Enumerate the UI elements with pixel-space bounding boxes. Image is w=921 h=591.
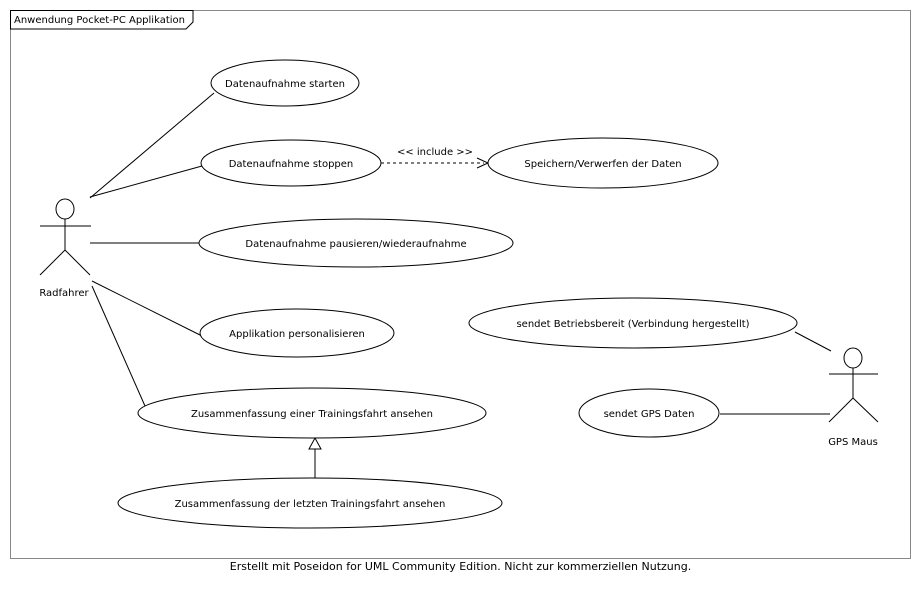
usecase-label: Datenaufnahme pausieren/wiederaufnahme xyxy=(245,239,466,250)
include-label: << include >> xyxy=(397,147,473,158)
usecase-datenaufnahme-stoppen[interactable] xyxy=(200,139,382,187)
assoc-zusammenfassung xyxy=(91,285,146,407)
usecase-label: sendet GPS Daten xyxy=(604,409,695,420)
usecase-datenaufnahme-pausieren[interactable] xyxy=(198,218,514,268)
usecase-applikation-personalisieren[interactable] xyxy=(199,308,395,358)
frame-title: Anwendung Pocket-PC Applikation xyxy=(14,15,185,26)
actor-head-icon xyxy=(55,198,75,220)
diagram-frame xyxy=(10,10,911,559)
usecase-speichern-verwerfen[interactable] xyxy=(487,137,719,189)
usecase-label: Zusammenfassung der letzten Trainingsfah… xyxy=(175,499,446,510)
actor-label-gps-maus: GPS Maus xyxy=(828,437,878,448)
actor-radfahrer[interactable] xyxy=(39,198,91,276)
usecase-label: Datenaufnahme starten xyxy=(225,79,345,90)
assoc-betriebsbereit xyxy=(794,331,832,352)
usecase-label: Datenaufnahme stoppen xyxy=(229,159,354,170)
usecase-label: Speichern/Verwerfen der Daten xyxy=(524,159,681,170)
actor-gps-maus[interactable] xyxy=(828,347,879,423)
actor-head-icon xyxy=(843,347,863,369)
usecase-sendet-betriebsbereit[interactable] xyxy=(468,297,798,349)
usecase-datenaufnahme-starten[interactable] xyxy=(210,59,360,107)
generalization-arrowhead xyxy=(308,436,322,450)
usecase-zusammenfassung-trainingsfahrt[interactable] xyxy=(137,387,487,439)
assoc-personalisieren xyxy=(91,280,203,337)
footer-watermark: Erstellt mit Poseidon for UML Community … xyxy=(229,560,692,573)
usecase-label: Applikation personalisieren xyxy=(229,329,365,340)
assoc-stoppen xyxy=(89,165,203,198)
actor-label-radfahrer: Radfahrer xyxy=(39,288,89,299)
usecase-label: Zusammenfassung einer Trainingsfahrt ans… xyxy=(191,409,433,420)
frame-title-tab xyxy=(10,10,194,30)
usecase-sendet-gps-daten[interactable] xyxy=(578,388,720,438)
assoc-starten xyxy=(89,92,215,199)
usecase-zusammenfassung-letzte-trainingsfahrt[interactable] xyxy=(117,477,503,529)
usecase-label: sendet Betriebsbereit (Verbindung herges… xyxy=(516,319,749,330)
